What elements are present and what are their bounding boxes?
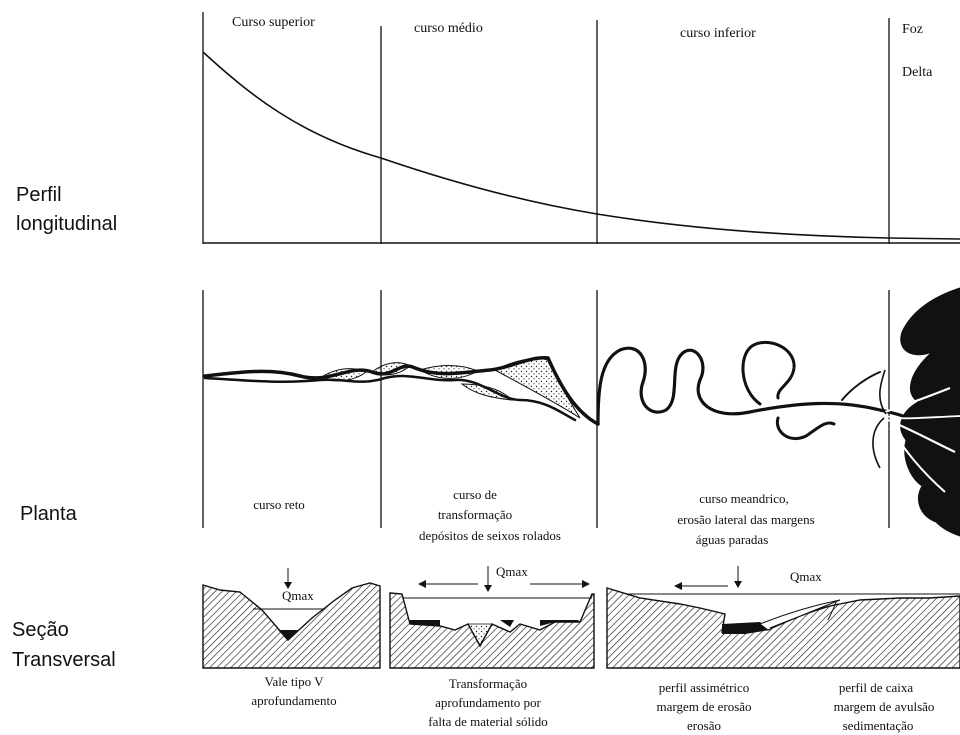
header-foz: Foz — [902, 22, 923, 37]
caption-transformacao-2: transformação — [438, 507, 512, 522]
longitudinal-profile-panel — [202, 12, 960, 244]
meandering-channel — [596, 346, 932, 428]
qmax-label: Qmax — [282, 588, 314, 603]
header-curso-superior: Curso superior — [232, 15, 315, 30]
row-label-perfil-2: longitudinal — [16, 213, 117, 235]
qmax-arrowhead — [284, 582, 292, 589]
caption-caixa-2: margem de avulsão — [834, 699, 935, 714]
qmax-label: Qmax — [790, 569, 822, 584]
oxbow-loop — [741, 340, 796, 406]
qmax-arrowhead — [734, 581, 742, 588]
delta-distributary — [872, 417, 885, 469]
row-label-planta: Planta — [20, 503, 78, 525]
transformation-water — [410, 620, 440, 626]
oxbow-loop — [775, 416, 836, 441]
lateral-arrowhead — [582, 580, 590, 588]
caption-caixa-3: sedimentação — [843, 718, 914, 733]
lateral-arrowhead — [674, 582, 682, 590]
qmax-label: Qmax — [496, 564, 528, 579]
row-label-perfil-1: Perfil — [16, 184, 62, 206]
header-curso-medio: curso médio — [414, 21, 483, 36]
sedimentation-streak — [769, 603, 839, 629]
v-valley-water — [278, 630, 298, 641]
braided-channel — [203, 374, 577, 422]
sedimentation-streak — [827, 601, 837, 621]
row-label-secao-2: Transversal — [12, 649, 116, 671]
caption-transf-3: falta de material sólido — [428, 714, 547, 729]
delta-distributary — [885, 415, 960, 420]
header-delta: Delta — [902, 65, 933, 80]
caption-meandrico-2: erosão lateral das margens — [677, 512, 814, 527]
lateral-arrowhead — [418, 580, 426, 588]
caption-assimetrico-1: perfil assimétrico — [659, 680, 750, 695]
caption-transf-1: Transformação — [449, 676, 527, 691]
meander-section — [606, 587, 960, 669]
transformation-section — [389, 592, 595, 669]
caption-vale-v-1: Vale tipo V — [265, 674, 325, 689]
delta-distributary — [887, 418, 956, 453]
caption-assimetrico-3: erosão — [687, 718, 721, 733]
delta-distributary — [884, 386, 951, 414]
transformation-water — [500, 620, 514, 627]
header-curso-inferior: curso inferior — [680, 26, 756, 41]
qmax-arrowhead — [484, 585, 492, 592]
oxbow-loop — [841, 371, 881, 401]
braided-channel — [203, 356, 600, 426]
planform-panel — [202, 287, 960, 537]
caption-meandrico-3: águas paradas — [696, 532, 769, 547]
caption-meandrico-1: curso meandrico, — [699, 491, 789, 506]
row-label-secao-1: Seção — [12, 619, 69, 641]
caption-transf-2: aprofundamento por — [435, 695, 541, 710]
caption-curso-reto: curso reto — [253, 497, 305, 512]
caption-transformacao-3: depósitos de seixos rolados — [419, 528, 561, 543]
caption-vale-v-2: aprofundamento — [251, 693, 336, 708]
caption-transformacao-1: curso de — [453, 487, 497, 502]
longitudinal-profile-curve — [202, 51, 960, 240]
cross-section-panel: Qmax Qmax Qmax — [202, 564, 960, 669]
transformation-deposit — [467, 623, 493, 646]
delta-landmass — [900, 287, 960, 537]
delta-distributary — [889, 427, 946, 493]
transformation-water — [540, 620, 580, 626]
delta-distributary — [879, 369, 887, 415]
caption-caixa-1: perfil de caixa — [839, 680, 914, 695]
meander-water-deposit — [722, 622, 770, 634]
v-valley-section — [202, 582, 381, 669]
caption-assimetrico-2: margem de erosão — [656, 699, 751, 714]
